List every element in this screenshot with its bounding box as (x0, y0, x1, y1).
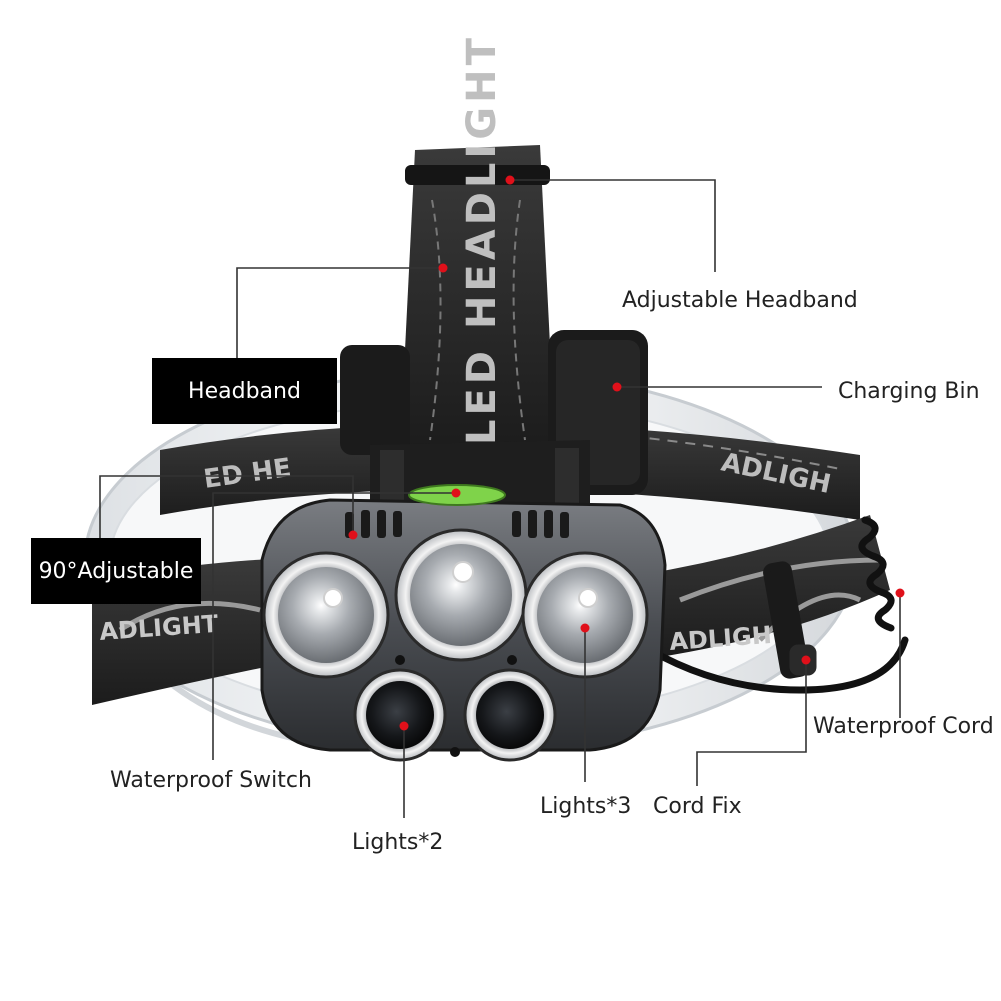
dot-adjustable-headband (505, 175, 515, 185)
label-waterproof-switch: Waterproof Switch (110, 768, 312, 793)
callout-dots (348, 175, 905, 731)
label-headband: Headband (152, 358, 337, 424)
dot-90-adjustable (348, 530, 358, 540)
label-charging-bin: Charging Bin (838, 379, 980, 404)
dot-waterproof-cord (895, 588, 905, 598)
label-adjustable-headband: Adjustable Headband (622, 288, 858, 313)
heat-vents (345, 510, 569, 538)
top-strap: LED HEADLIGHT (400, 34, 555, 450)
dot-charging-bin (612, 382, 622, 392)
leader-90-adjustable (99, 475, 354, 538)
lights-bottom-row (353, 655, 557, 762)
label-cord-fix: Cord Fix (653, 794, 742, 819)
leader-cord-fix (696, 660, 807, 786)
dot-lights-3 (580, 623, 590, 633)
dot-lights-2 (399, 721, 409, 731)
leader-adjustable-headband (510, 179, 716, 272)
lights-top-row (262, 528, 649, 679)
dot-waterproof-switch (451, 488, 461, 498)
label-90-adjustable: 90°Adjustable (31, 538, 201, 604)
leader-headband (236, 267, 443, 358)
dot-cord-fix (801, 655, 811, 665)
strap-print: LED HEADLIGHT (459, 34, 505, 445)
label-waterproof-cord: Waterproof Cord (813, 714, 994, 739)
label-lights-3: Lights*3 (540, 794, 632, 819)
leader-waterproof-switch (212, 492, 456, 760)
leader-lines (99, 179, 901, 818)
dot-headband (438, 263, 448, 273)
label-lights-2: Lights*2 (352, 830, 444, 855)
